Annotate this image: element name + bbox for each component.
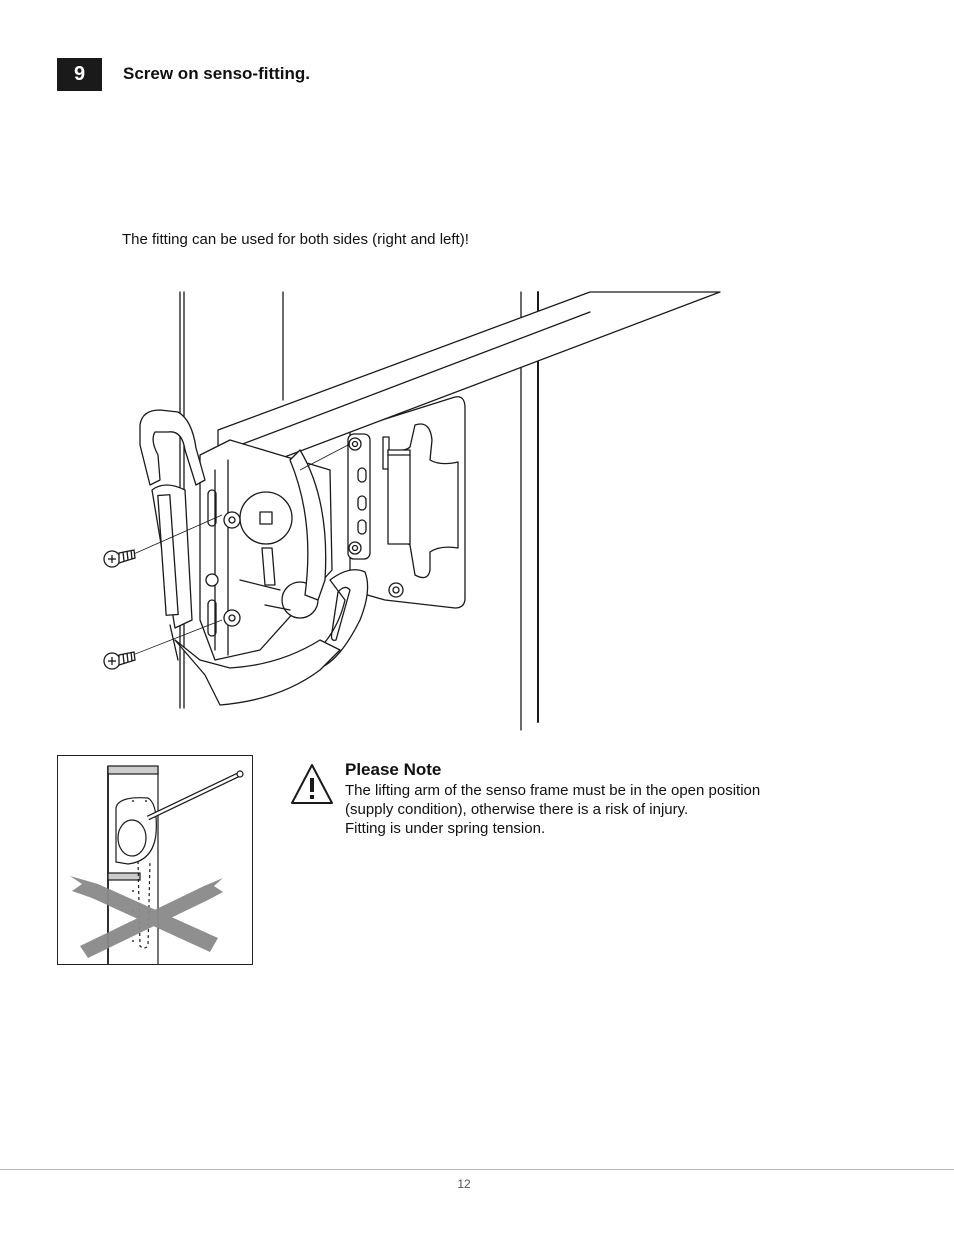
step-title: Screw on senso-fitting. <box>123 64 311 83</box>
footer-divider <box>0 1169 954 1170</box>
note-heading: Please Note <box>345 760 442 779</box>
page-number: 12 <box>457 1177 471 1191</box>
note-line: The lifting arm of the senso frame must … <box>345 782 761 799</box>
intro-text: The fitting can be used for both sides (… <box>122 231 469 248</box>
fitting-assembly-illustration <box>103 291 721 731</box>
note-body: The lifting arm of the senso frame must … <box>345 781 805 838</box>
note-line: (supply condition), otherwise there is a… <box>345 801 689 818</box>
note-line: Fitting is under spring tension. <box>345 820 546 837</box>
screw-icon <box>103 549 136 568</box>
incorrect-position-illustration <box>57 755 253 965</box>
cross-mark-icon <box>70 876 223 958</box>
screw-icon <box>103 651 136 670</box>
step-number-badge: 9 <box>57 58 102 91</box>
warning-triangle-icon <box>291 764 333 804</box>
